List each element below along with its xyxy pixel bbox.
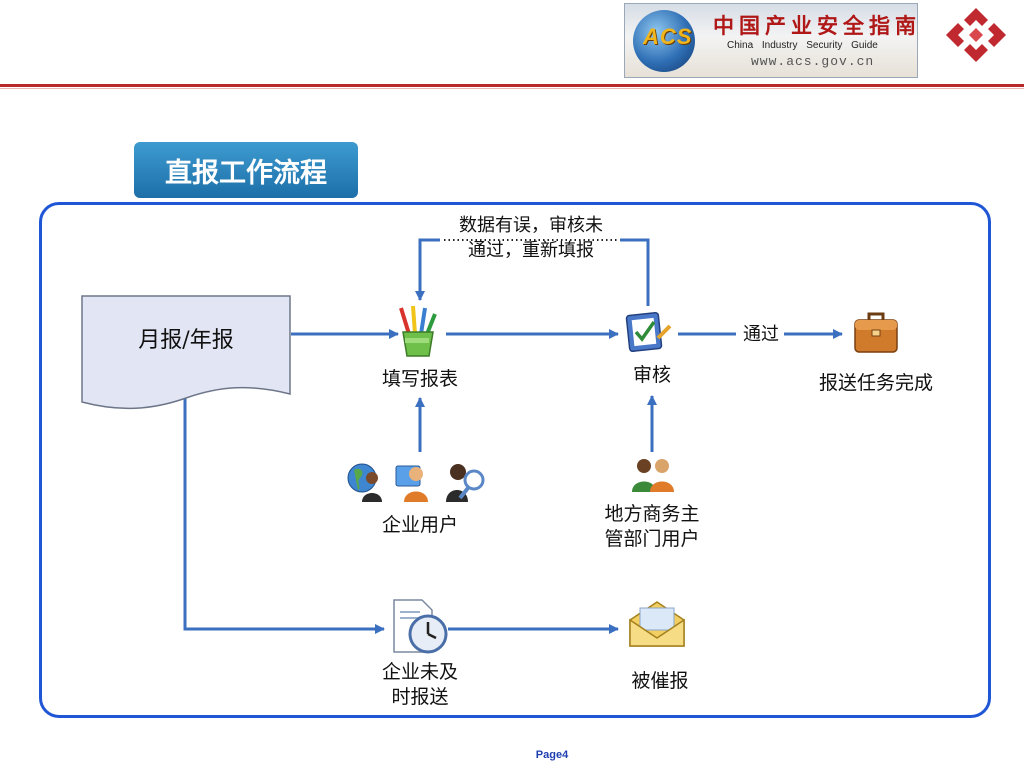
- review-label: 审核: [632, 364, 671, 386]
- flow-panel: [39, 202, 991, 718]
- report-document-shape: [81, 295, 291, 410]
- ministry-logo-icon: [946, 8, 1006, 62]
- reject-note: 数据有误，审核未 通过，重新填报: [436, 213, 626, 263]
- slide-title: 直报工作流程: [134, 142, 358, 198]
- globe-icon: [633, 10, 695, 72]
- acs-logo-text: ACS: [643, 24, 693, 49]
- urged-label: 被催报: [631, 670, 689, 692]
- local-user-label-line2: 管部门用户: [604, 528, 700, 550]
- local-user-label: 地方商务主 管部门用户: [580, 502, 724, 552]
- header-banner: ACS 中国产业安全指南 China Industry Security Gui…: [624, 3, 918, 78]
- clipboard-check-icon: [625, 311, 672, 353]
- late-submission-line2: 时报送: [391, 686, 449, 708]
- pass-label: 通过: [743, 324, 779, 345]
- pencil-cup-icon: [399, 305, 437, 357]
- fill-form-label: 填写报表: [381, 368, 458, 390]
- banner-title-en: China Industry Security Guide: [727, 40, 878, 51]
- local-users-icon: [632, 459, 674, 492]
- arrow-doc-to-late: [183, 397, 385, 634]
- complete-label: 报送任务完成: [818, 372, 933, 394]
- enterprise-user-label: 企业用户: [381, 514, 458, 536]
- late-submission-label: 企业未及 时报送: [360, 660, 480, 710]
- local-user-label-line1: 地方商务主: [604, 503, 700, 525]
- header-divider-shadow: [0, 88, 1024, 89]
- document-clock-icon: [393, 599, 448, 654]
- banner-url: www.acs.gov.cn: [751, 54, 875, 69]
- briefcase-icon: [854, 312, 898, 353]
- open-envelope-icon: [629, 601, 685, 647]
- late-submission-line1: 企业未及: [381, 661, 458, 683]
- enterprise-users-icon: [347, 463, 485, 502]
- reject-note-line2: 通过，重新填报: [468, 240, 594, 261]
- header-divider: [0, 84, 1024, 87]
- report-document-label: 月报/年报: [138, 328, 234, 353]
- banner-title-cn: 中国产业安全指南: [713, 14, 918, 38]
- page-number: Page4: [535, 749, 569, 761]
- arrow-reject-loop: [420, 238, 650, 306]
- reject-note-line1: 数据有误，审核未: [459, 215, 603, 236]
